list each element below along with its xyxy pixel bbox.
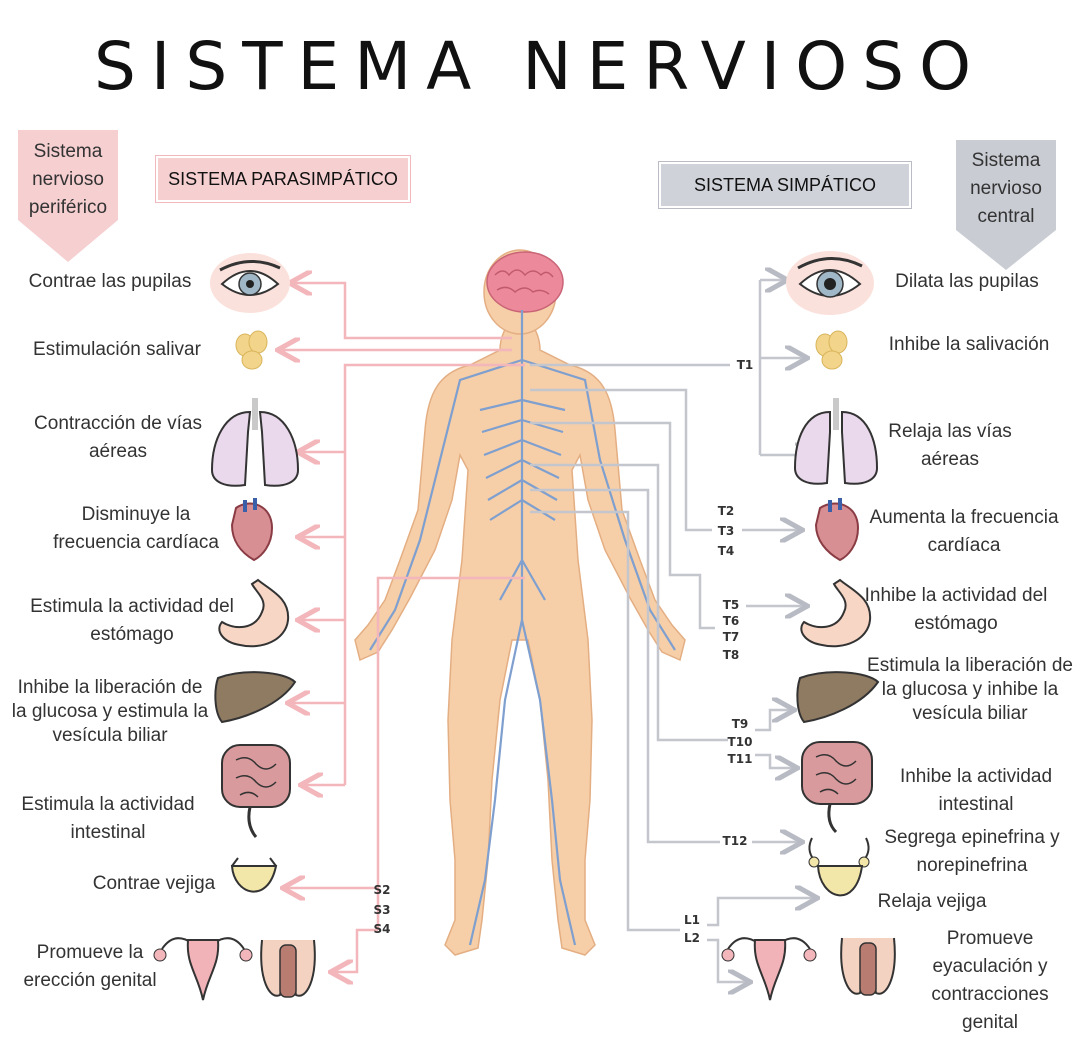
eye-icon-right [786,251,874,315]
intestine-icon-left [221,744,291,838]
sympathetic-pathways [530,280,815,982]
sympathetic-header: SISTEMA SIMPÁTICO [658,161,912,209]
female-reproductive-icon-right [721,937,817,1001]
segment-l2: L2 [684,931,700,945]
stomach-icon-right [800,578,872,648]
adrenal-kidney-icon-right [808,837,870,868]
para-effect-intestine: Estimula la actividad intestinal [21,794,195,843]
symp-effect-pupils: Dilata las pupilas [895,271,1039,292]
heart-icon-left [230,498,274,562]
segment-t3: T3 [717,524,735,538]
salivary-gland-icon-left [235,330,268,370]
segment-t10: T10 [727,735,753,749]
para-effect-bladder: Contrae vejiga [92,873,216,894]
lungs-icon-left [210,398,300,487]
bladder-icon-left [230,857,278,893]
heart-icon-right [814,498,860,562]
male-reproductive-icon-right [840,937,896,996]
lungs-icon-right [793,398,879,485]
segment-t5: T5 [722,598,740,612]
symp-effect-liver: Estimula la liberación de la glucosa y i… [867,655,1073,724]
stomach-icon-left [218,578,290,648]
segment-t9: T9 [731,717,749,731]
segment-s4: S4 [373,922,391,936]
segment-t2: T2 [717,504,735,518]
central-tag-shape [956,140,1056,270]
symp-effect-airways: Relaja las vías aéreas [888,421,1012,470]
peripheral-tag-shape [18,130,118,262]
para-effect-stomach: Estimula la actividad del estómago [30,596,234,645]
parasympathetic-pathways [280,283,525,972]
para-effect-genital: Promueve la erección genital [23,942,157,991]
segment-t11: T11 [727,752,753,766]
liver-icon-right [796,671,880,724]
para-effect-saliva: Estimulación salivar [33,339,201,360]
para-effect-pupils: Contrae las pupilas [28,271,192,292]
segment-t12: T12 [722,834,748,848]
human-body-figure [354,249,686,956]
parasympathetic-header: SISTEMA PARASIMPÁTICO [155,155,411,203]
segment-t4: T4 [717,544,735,558]
symp-effect-intestine: Inhibe la actividad intestinal [899,766,1053,815]
liver-icon-left [214,671,297,724]
central-nervous-system-tag: Sistema nervioso central [970,150,1042,227]
intestine-icon-right [801,741,873,834]
symp-effect-stomach: Inhibe la actividad del estómago [864,585,1048,634]
male-reproductive-icon-left [260,939,316,998]
nerve-network [369,310,676,946]
segment-s3: S3 [373,903,391,917]
segment-t6: T6 [722,614,740,628]
eye-icon-left [210,253,290,313]
segment-l1: L1 [684,913,700,927]
para-effect-airways: Contracción de vías aéreas [34,413,202,462]
symp-effect-heart: Aumenta la frecuencia cardíaca [869,507,1059,556]
para-effect-liver: Inhibe la liberación de la glucosa y est… [11,677,209,746]
segment-s2: S2 [373,883,391,897]
segment-t8: T8 [722,648,740,662]
symp-effect-adrenal: Segrega epinefrina y norepinefrina [884,827,1060,876]
symp-effect-saliva: Inhibe la salivación [888,334,1050,355]
segment-t1: T1 [736,358,754,372]
salivary-gland-icon-right [815,330,848,370]
page-title: SISTEMA NERVIOSO [93,28,987,105]
female-reproductive-icon-left [153,937,253,1001]
bladder-icon-right [816,865,864,897]
peripheral-nervous-system-tag: Sistema nervioso periférico [28,141,108,218]
symp-effect-genital: Promueve eyaculación y contracciones gen… [931,928,1049,1033]
symp-effect-bladder: Relaja vejiga [877,891,987,912]
segment-t7: T7 [722,630,740,644]
para-effect-heart: Disminuye la frecuencia cardíaca [53,504,219,553]
